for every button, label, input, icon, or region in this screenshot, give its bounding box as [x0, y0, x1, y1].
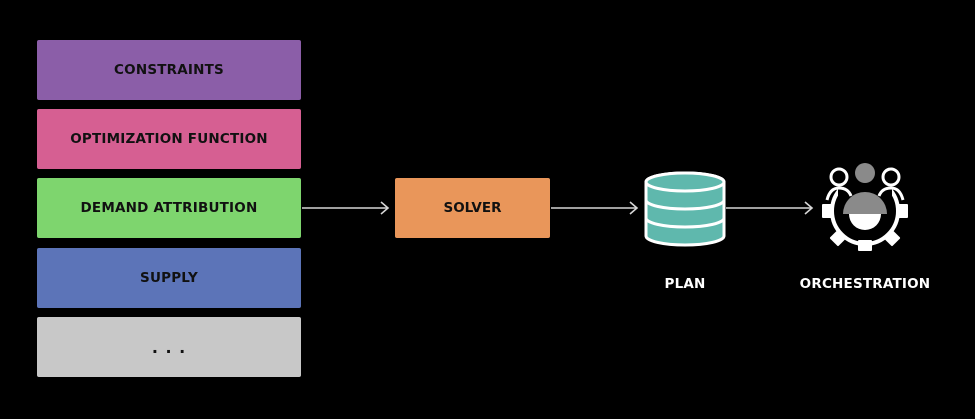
orchestration-caption: ORCHESTRATION	[795, 276, 935, 292]
constraints-block: CONSTRAINTS	[37, 40, 301, 100]
solver-block: SOLVER	[395, 178, 550, 238]
supply-block: SUPPLY	[37, 248, 301, 308]
more-inputs-label: . . .	[151, 337, 187, 357]
constraints-label: CONSTRAINTS	[114, 62, 224, 78]
arrow-plan-to-orchestration	[726, 201, 814, 215]
optimization-function-label: OPTIMIZATION FUNCTION	[70, 131, 268, 147]
orchestration-label: ORCHESTRATION	[799, 276, 931, 292]
arrow-demand-to-solver	[302, 201, 390, 215]
more-inputs-block: . . .	[37, 317, 301, 377]
database-icon	[644, 171, 726, 247]
arrow-solver-to-plan	[551, 201, 639, 215]
supply-label: SUPPLY	[140, 270, 198, 286]
optimization-function-block: OPTIMIZATION FUNCTION	[37, 109, 301, 169]
plan-label: PLAN	[664, 276, 706, 292]
plan-caption: PLAN	[645, 276, 725, 292]
solver-label: SOLVER	[443, 200, 502, 216]
demand-attribution-label: DEMAND ATTRIBUTION	[80, 200, 258, 216]
team-gear-icon	[822, 163, 908, 251]
demand-attribution-block: DEMAND ATTRIBUTION	[37, 178, 301, 238]
